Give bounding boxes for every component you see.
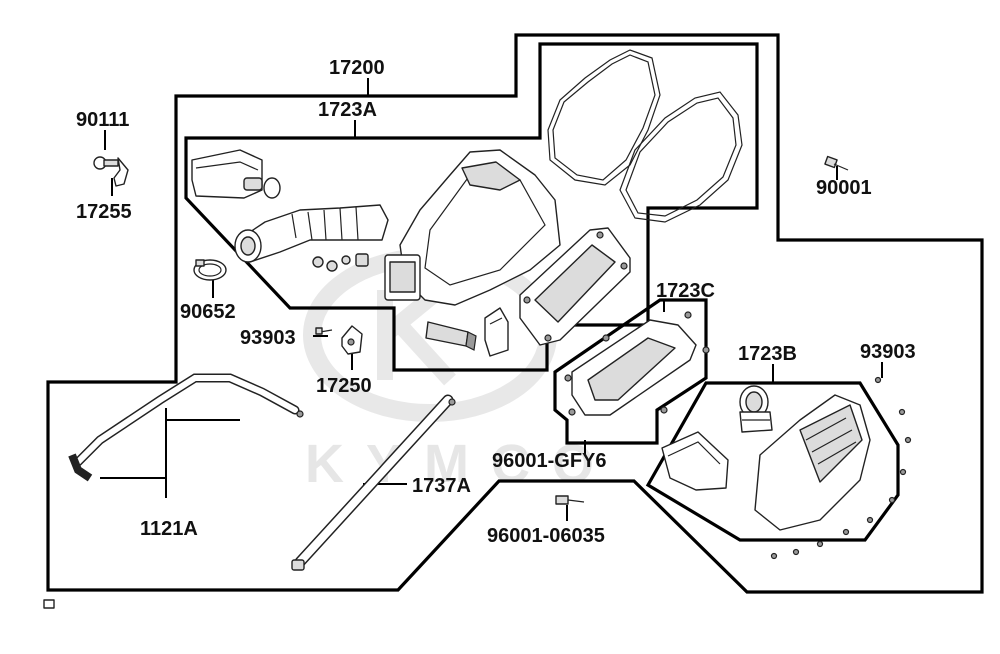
label-1723B: 1723B	[738, 343, 797, 365]
group-border-1723A	[184, 42, 759, 372]
clamp-90652-icon	[193, 259, 227, 281]
small-fittings-icon	[312, 253, 369, 272]
hose-1121A-icon	[68, 373, 304, 482]
label-96001-06035: 96001-06035	[487, 525, 605, 547]
label-90652: 90652	[180, 301, 236, 323]
tube-1737A-icon	[291, 394, 456, 571]
watermark-text: KYMCO	[305, 434, 616, 494]
group-border-1723B	[645, 381, 900, 542]
label-17255: 17255	[76, 201, 132, 223]
label-17250: 17250	[316, 375, 372, 397]
label-96001-GFY6: 96001-GFY6	[492, 450, 607, 472]
element-frame-icon	[519, 227, 631, 346]
cover-piece-icon	[661, 431, 729, 491]
screw-93903-icon	[315, 327, 333, 335]
label-17200: 17200	[329, 57, 385, 79]
bolt-90001-icon	[824, 155, 849, 171]
gasket-1-icon	[547, 49, 661, 186]
intake-duct-icon	[191, 149, 281, 199]
holder-17250-icon	[341, 325, 363, 355]
label-1121A: 1121A	[140, 518, 198, 540]
air-box-case-icon	[384, 149, 561, 306]
label-1723A: 1723A	[318, 99, 377, 121]
label-93903-left: 93903	[240, 327, 296, 349]
gasket-2-icon	[619, 91, 743, 223]
screw-row-icon	[770, 376, 912, 560]
frame-1723C-icon	[564, 311, 710, 416]
label-90001: 90001	[816, 177, 872, 199]
filter-element-1723B-icon	[754, 394, 871, 531]
corner-mark-icon	[43, 599, 55, 609]
intake-hose-icon	[234, 204, 389, 263]
drain-cap-icon	[484, 307, 509, 357]
bracket-17255-icon	[113, 157, 129, 187]
group-border-17200	[46, 33, 984, 594]
bolt-96001-06035-icon	[555, 495, 585, 505]
filter-sponge-icon	[425, 321, 477, 351]
label-1737A: 1737A	[412, 475, 471, 497]
label-90111: 90111	[76, 109, 129, 131]
leader-lines	[100, 78, 883, 521]
group-border-1723C	[553, 298, 708, 445]
label-1723C: 1723C	[656, 280, 715, 302]
bolt-90111-icon	[93, 156, 119, 170]
label-93903-right: 93903	[860, 341, 916, 363]
duct-boot-icon	[739, 385, 773, 433]
